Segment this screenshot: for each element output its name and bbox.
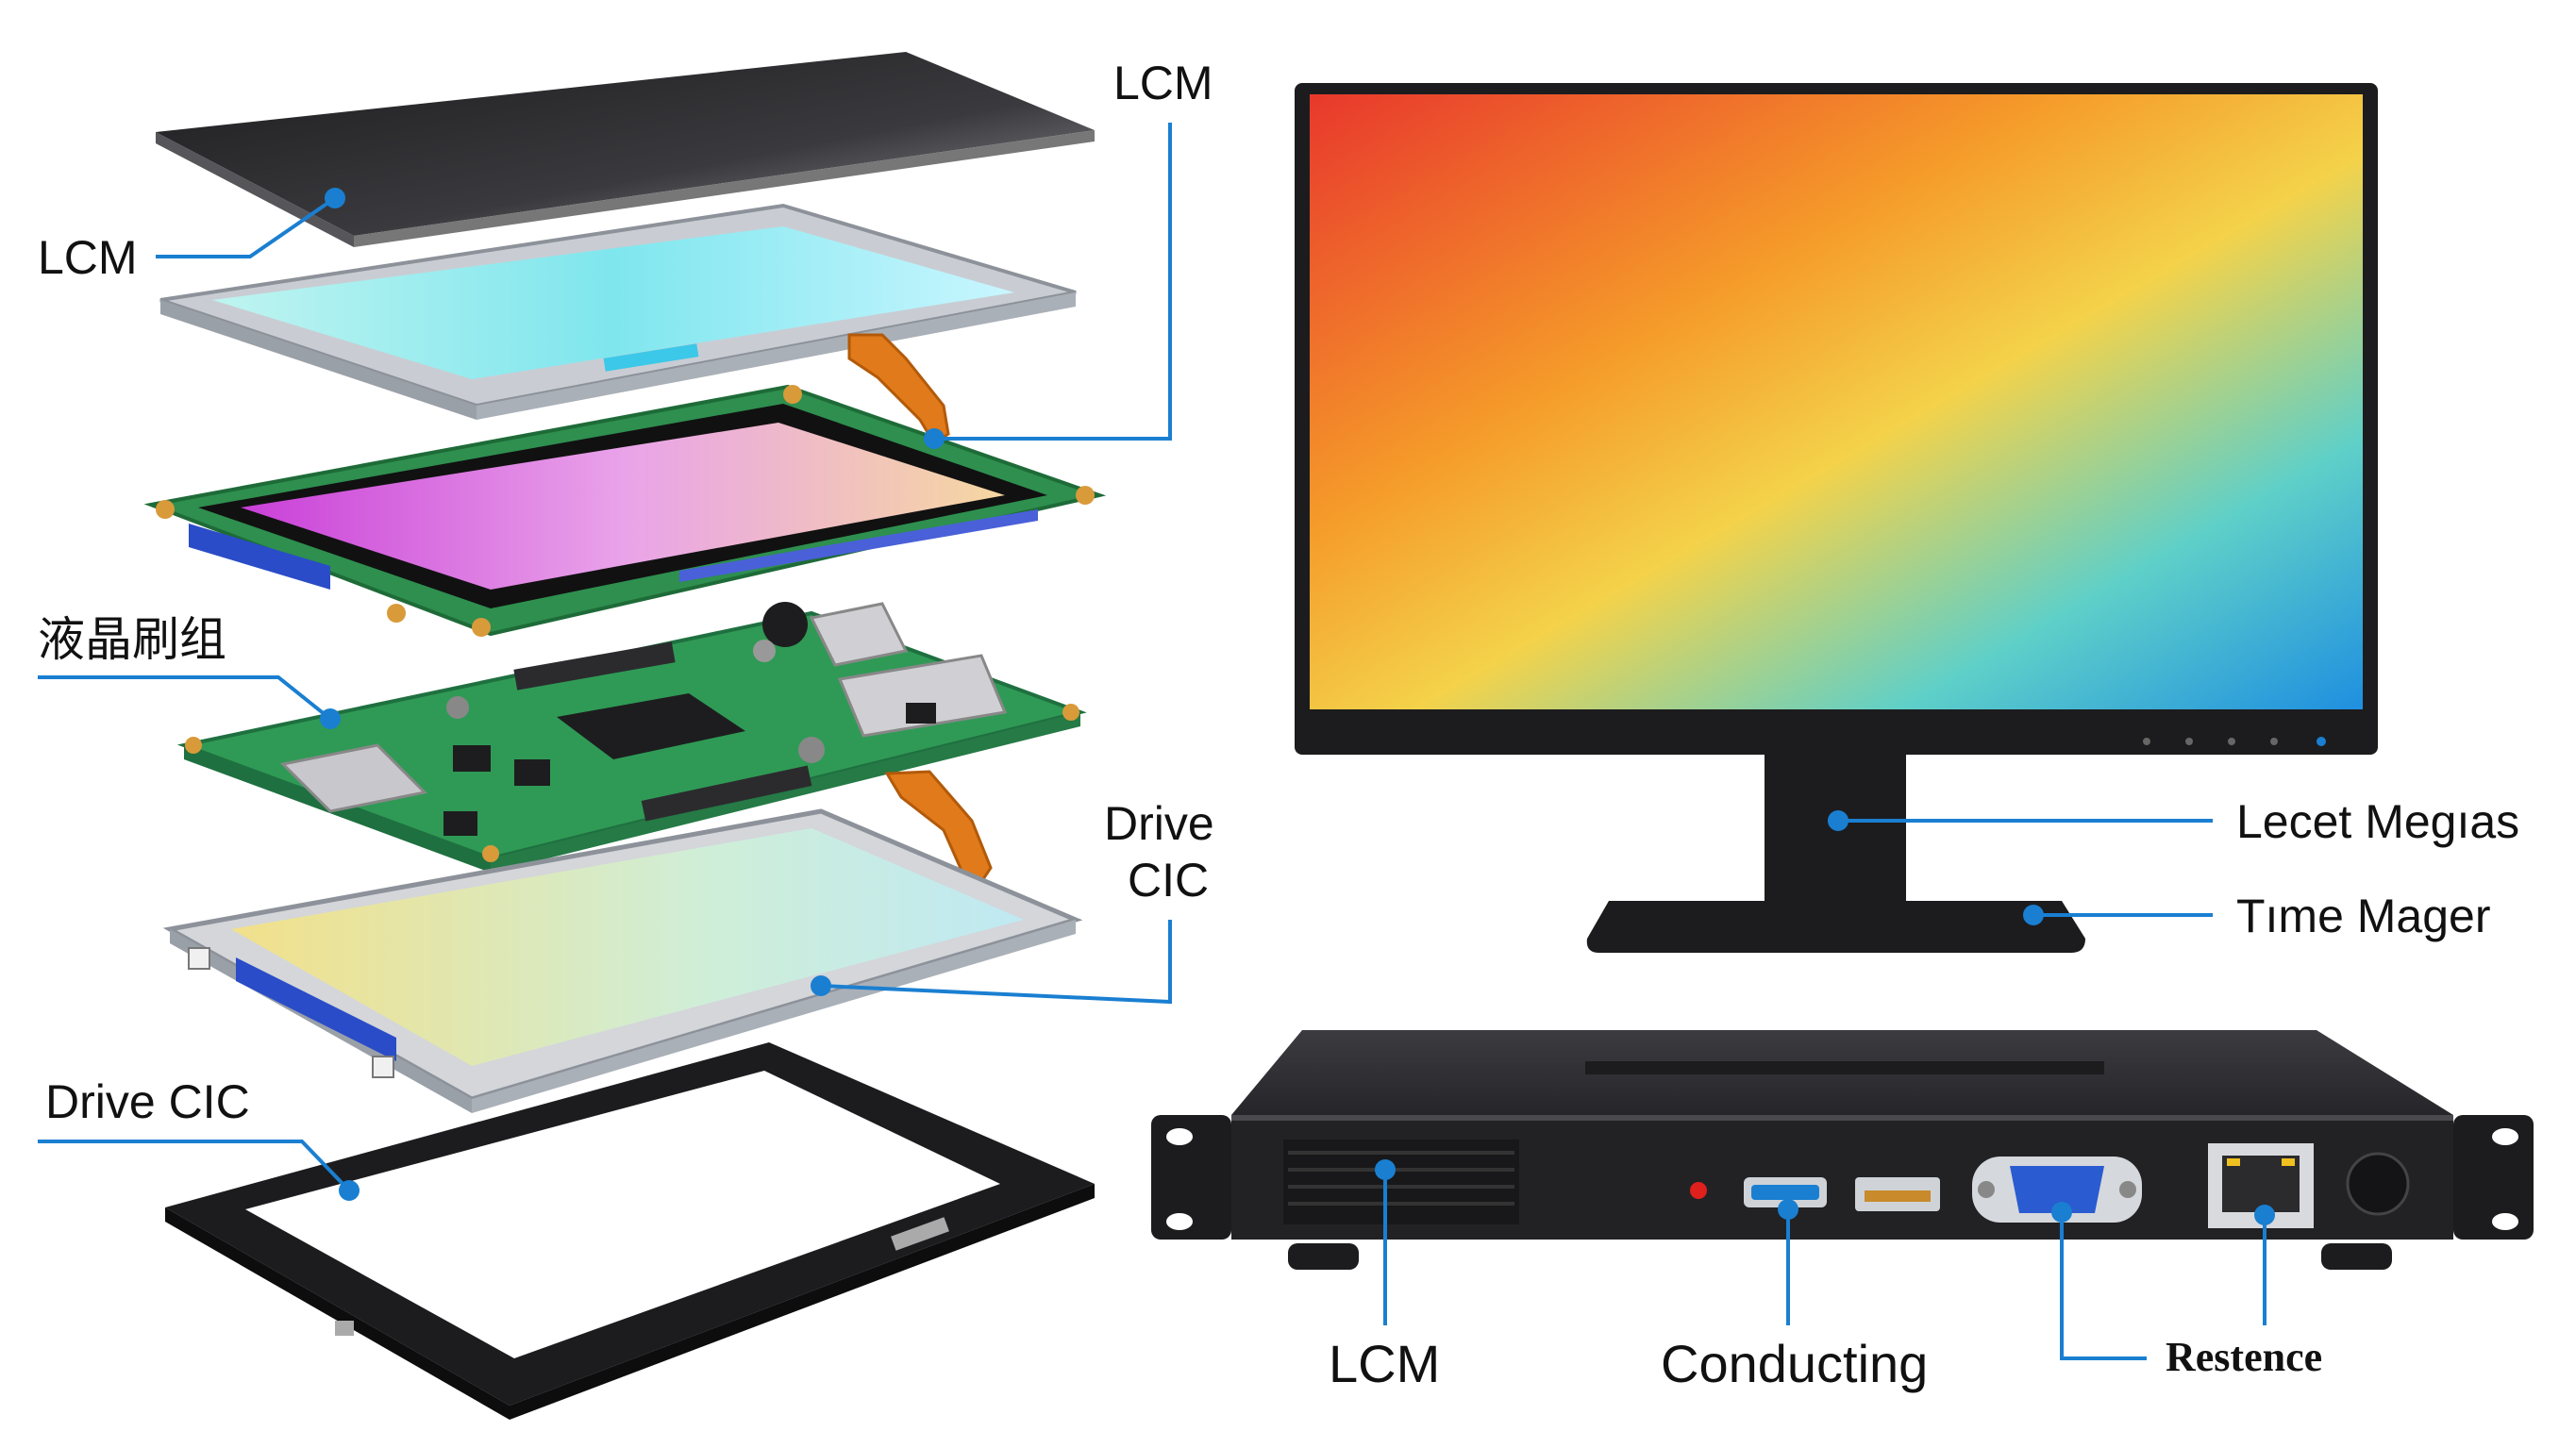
vga-icon (1972, 1157, 2142, 1223)
callout-box-ethernet (2254, 1205, 2275, 1325)
main-chip (557, 693, 745, 759)
cyan-glass-layer (159, 203, 1077, 420)
rack-box-vent-top (1585, 1061, 2104, 1074)
callout-lcm-top-right: LCM (924, 57, 1213, 449)
vent-grille (1283, 1140, 1519, 1224)
usb-port-icon (809, 602, 909, 667)
monitor-stand-base (1586, 901, 2085, 953)
monitor (1295, 83, 2378, 953)
drive-cic-right-line2: CIC (1128, 854, 1209, 907)
cn-module-label: 液晶刷组 (38, 613, 226, 666)
callout-box-conducting: Conducting (1661, 1199, 1928, 1393)
capacitor (762, 602, 808, 647)
callout-monitor-base: Tıme Mager (2023, 890, 2491, 942)
drive-cic-right-line1: Drive (1104, 797, 1214, 850)
power-led (1690, 1182, 1707, 1199)
usb-port-icon (837, 654, 1008, 738)
box-restence-label: Restence (2166, 1334, 2322, 1380)
rj45-icon (2208, 1143, 2314, 1228)
monitor-stand-label: Lecet Megıas (2236, 795, 2519, 848)
driver-pcb-board (176, 602, 1087, 873)
drive-cic-left-label: Drive CIC (45, 1075, 250, 1128)
callout-box-restence: Restence (2051, 1202, 2322, 1380)
rack-ear-left (1151, 1115, 1231, 1240)
callout-lcm-left: LCM (38, 188, 345, 284)
callout-cn-module: 液晶刷组 (38, 613, 341, 729)
monitor-buttons (2143, 737, 2326, 746)
callout-box-lcm: LCM (1329, 1159, 1440, 1393)
lcm-label-top-right: LCM (1113, 57, 1213, 109)
rack-ear-right (2453, 1115, 2534, 1240)
top-cover-panel (156, 52, 1095, 247)
callout-drive-cic-left: Drive CIC (38, 1075, 360, 1201)
black-bottom-frame (165, 1042, 1095, 1420)
box-conducting-label: Conducting (1661, 1334, 1928, 1393)
callout-drive-cic-right: Drive CIC (811, 797, 1214, 1005)
monitor-base-label: Tıme Mager (2236, 890, 2491, 942)
monitor-screen (1310, 94, 2363, 709)
yellow-glass-layer (162, 808, 1083, 1113)
lcd-color-panel (143, 384, 1107, 637)
metal-connector-left (279, 743, 428, 813)
lcm-label-left: LCM (38, 231, 138, 284)
box-lcm-label: LCM (1329, 1334, 1440, 1393)
callout-monitor-stand: Lecet Megıas (1828, 795, 2519, 848)
rack-box (1151, 1030, 2534, 1270)
power-button-icon (2346, 1152, 2410, 1216)
